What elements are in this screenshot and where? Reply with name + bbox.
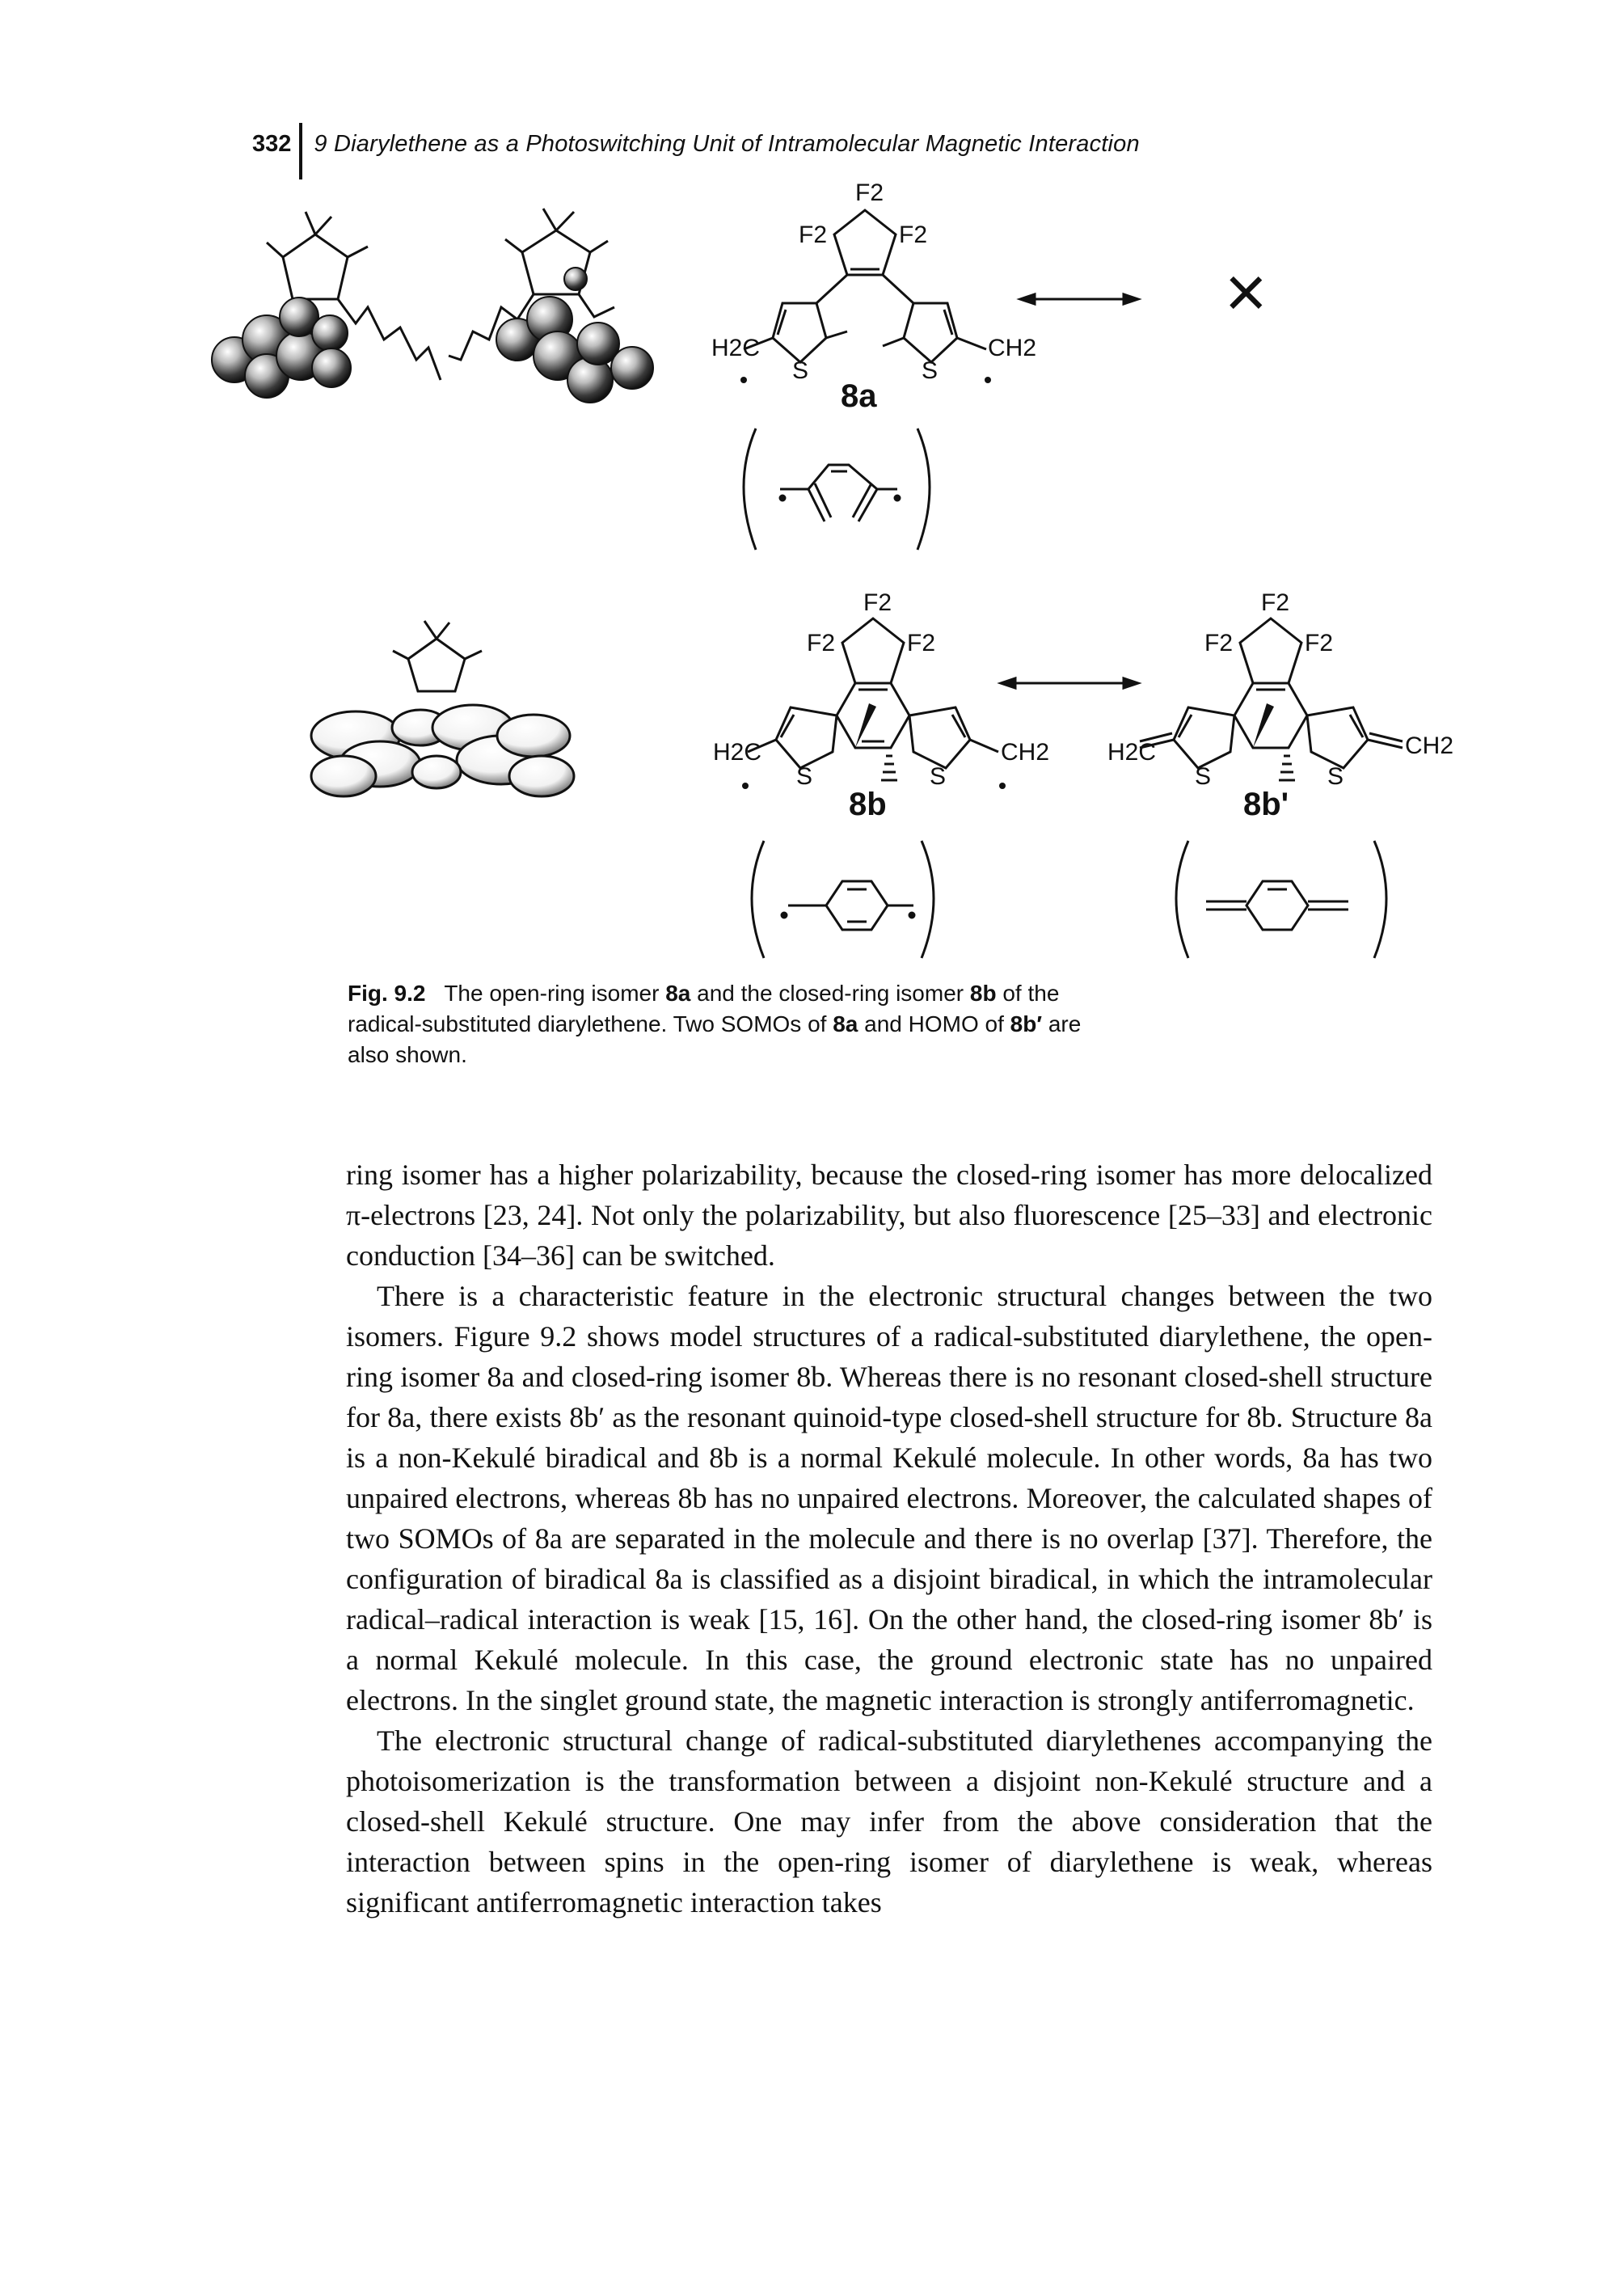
hash-bond-8b-prime xyxy=(1279,754,1295,782)
f2-top-8b: F2 xyxy=(863,589,892,616)
f2-right-8a: F2 xyxy=(899,222,927,248)
f2-left-8a: F2 xyxy=(799,222,827,248)
running-head: 332 9 Diarylethene as a Photoswitching U… xyxy=(252,123,1140,179)
f2-left-8b: F2 xyxy=(807,630,835,656)
s-left-8b-prime: S xyxy=(1195,763,1211,790)
caption-label: Fig. 9.2 xyxy=(348,981,426,1006)
resonance-arrow-top xyxy=(1016,292,1142,306)
labels-8b: F2 F2 F2 H2C CH2 S S 8b xyxy=(713,589,1049,822)
structure-8b-prime xyxy=(1139,617,1403,770)
h2c-8b: H2C xyxy=(713,739,761,766)
caption-text-2: and the closed-ring isomer xyxy=(690,981,970,1006)
radical-dot-left-8a xyxy=(740,377,747,383)
running-title: 9 Diarylethene as a Photoswitching Unit … xyxy=(314,131,1140,157)
figure-caption: Fig. 9.2 The open-ring isomer 8a and the… xyxy=(348,978,1124,1070)
wedge-bond-8b xyxy=(855,703,876,748)
f2-right-8b-prime: F2 xyxy=(1305,630,1333,656)
page-number: 332 xyxy=(252,131,292,157)
radical-dot-right-8b xyxy=(999,783,1006,789)
paragraph-3: The electronic structural change of radi… xyxy=(346,1724,1432,1918)
no-resonance-cross: × xyxy=(1225,252,1268,333)
paragraph-1: ring isomer has a higher polarizability,… xyxy=(346,1159,1432,1272)
homo-lobes-8b xyxy=(310,703,576,798)
labels-8a: F2 F2 F2 H2C CH2 S S 8a xyxy=(711,179,1036,414)
radical-dot-left-8b xyxy=(742,783,749,789)
f2-top-8b-prime: F2 xyxy=(1261,589,1289,616)
schematic-8a xyxy=(742,428,931,551)
wedge-bond-8b-prime xyxy=(1253,703,1274,748)
s-right-8b-prime: S xyxy=(1327,763,1343,790)
h2c-8b-prime: H2C xyxy=(1107,739,1156,766)
somo-lobes-8a xyxy=(211,267,654,403)
resonance-arrow-middle xyxy=(997,676,1142,690)
caption-text-1: The open-ring isomer xyxy=(444,981,666,1006)
label-8a: 8a xyxy=(841,378,877,414)
f2-top-8a: F2 xyxy=(855,179,884,206)
schematic-8b-prime xyxy=(1175,840,1388,959)
caption-ref-8b: 8b xyxy=(969,981,997,1006)
ch2-8a: CH2 xyxy=(988,335,1036,361)
caption-ref-8a: 8a xyxy=(665,981,691,1006)
caption-ref-8a-2: 8a xyxy=(833,1011,858,1036)
caption-text-5: are also shown. xyxy=(348,1011,1082,1067)
h2c-8a: H2C xyxy=(711,335,760,361)
ch2-8b: CH2 xyxy=(1001,739,1049,766)
paragraph-2: There is a characteristic feature in the… xyxy=(346,1280,1432,1716)
homo-model-8b xyxy=(392,620,483,693)
body-text: ring isomer has a higher polarizability,… xyxy=(346,1154,1432,1923)
s-left-8b: S xyxy=(796,763,812,790)
f2-right-8b: F2 xyxy=(907,630,935,656)
structure-8b xyxy=(747,617,999,770)
schematic-8b xyxy=(750,840,935,959)
s-right-8a: S xyxy=(922,357,938,384)
figure-9-2: F2 F2 F2 H2C CH2 S S 8a × xyxy=(211,179,1453,959)
label-8b: 8b xyxy=(849,787,887,822)
caption-ref-8b-prime: 8b′ xyxy=(1010,1011,1043,1036)
caption-text-3: of the radical-substituted diarylethene.… xyxy=(348,981,1060,1036)
s-right-8b: S xyxy=(930,763,946,790)
f2-left-8b-prime: F2 xyxy=(1204,630,1233,656)
labels-8b-prime: F2 F2 F2 H2C CH2 S S 8b' xyxy=(1107,589,1453,822)
radical-dot-right-8a xyxy=(985,377,991,383)
label-8b-prime: 8b' xyxy=(1243,787,1289,822)
caption-text-4: and HOMO of xyxy=(858,1011,1010,1036)
s-left-8a: S xyxy=(792,357,808,384)
ch2-8b-prime: CH2 xyxy=(1405,732,1453,759)
structure-8a xyxy=(743,209,987,365)
header-rule xyxy=(299,123,303,179)
hash-bond-8b xyxy=(881,754,897,782)
